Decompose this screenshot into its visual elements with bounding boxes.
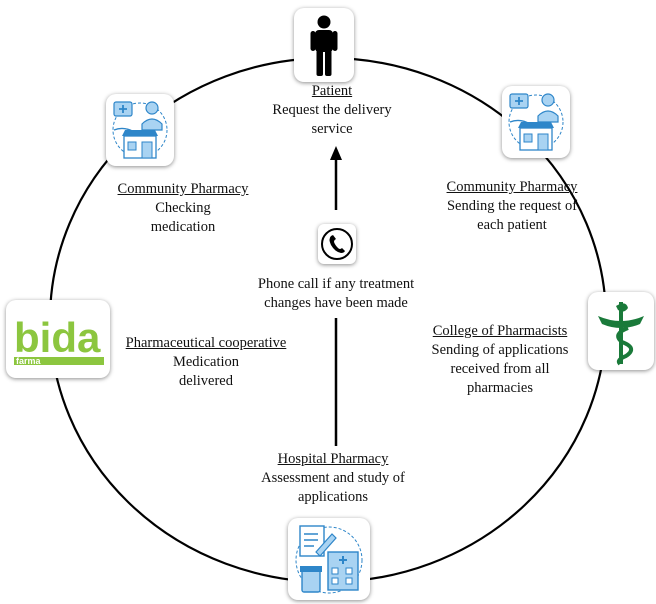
community-pharmacy-right-title: Community Pharmacy: [446, 179, 578, 195]
patient-title: Patient: [311, 83, 353, 99]
pharmacy-store-icon: [112, 101, 168, 159]
caduceus-icon: [598, 302, 644, 366]
college-icon-box: [588, 292, 654, 370]
hospital-pharmacy-node: Hospital Pharmacy Assessment and study o…: [258, 450, 408, 507]
pharmaceutical-cooperative-title: Pharmaceutical cooperative: [125, 335, 287, 351]
college-of-pharmacists-title: College of Pharmacists: [432, 323, 568, 339]
bida-logo-text: bida: [14, 314, 101, 361]
hospital-pharmacy-title: Hospital Pharmacy: [277, 451, 389, 467]
hospital-icon: [295, 525, 363, 594]
patient-icon-box: [294, 8, 354, 82]
arrow-head: [330, 146, 342, 160]
patient-desc: Request the delivery service: [272, 102, 392, 137]
community-pharmacy-left-title: Community Pharmacy: [117, 181, 249, 197]
farma-logo-text: farma: [16, 356, 42, 366]
college-of-pharmacists-desc: Sending of applications received from al…: [431, 342, 569, 396]
community-pharmacy-right-icon-box: [502, 86, 570, 158]
bida-farma-logo-box: bida farma: [6, 300, 110, 378]
phone-icon-box: [318, 224, 356, 264]
phone-icon: [321, 228, 353, 260]
college-of-pharmacists-node: College of Pharmacists Sending of applic…: [420, 322, 580, 398]
community-pharmacy-left-node: Community Pharmacy Checking medication: [108, 180, 258, 237]
phone-call-note: Phone call if any treatment changes have…: [257, 276, 415, 311]
community-pharmacy-left-icon-box: [106, 94, 174, 166]
community-pharmacy-right-node: Community Pharmacy Sending the request o…: [438, 178, 586, 235]
patient-node: Patient Request the delivery service: [262, 82, 402, 139]
pharmacy-store-icon: [508, 93, 564, 151]
community-pharmacy-right-desc: Sending the request of each patient: [446, 198, 578, 233]
bida-farma-logo: bida farma: [14, 314, 104, 366]
person-icon: [310, 15, 338, 76]
pharmaceutical-cooperative-node: Pharmaceutical cooperative Medication de…: [118, 334, 294, 391]
pharmaceutical-cooperative-desc: Medication delivered: [172, 354, 240, 389]
community-pharmacy-left-desc: Checking medication: [150, 200, 216, 235]
hospital-pharmacy-icon-box: [288, 518, 370, 600]
hospital-pharmacy-desc: Assessment and study of applications: [261, 470, 405, 505]
